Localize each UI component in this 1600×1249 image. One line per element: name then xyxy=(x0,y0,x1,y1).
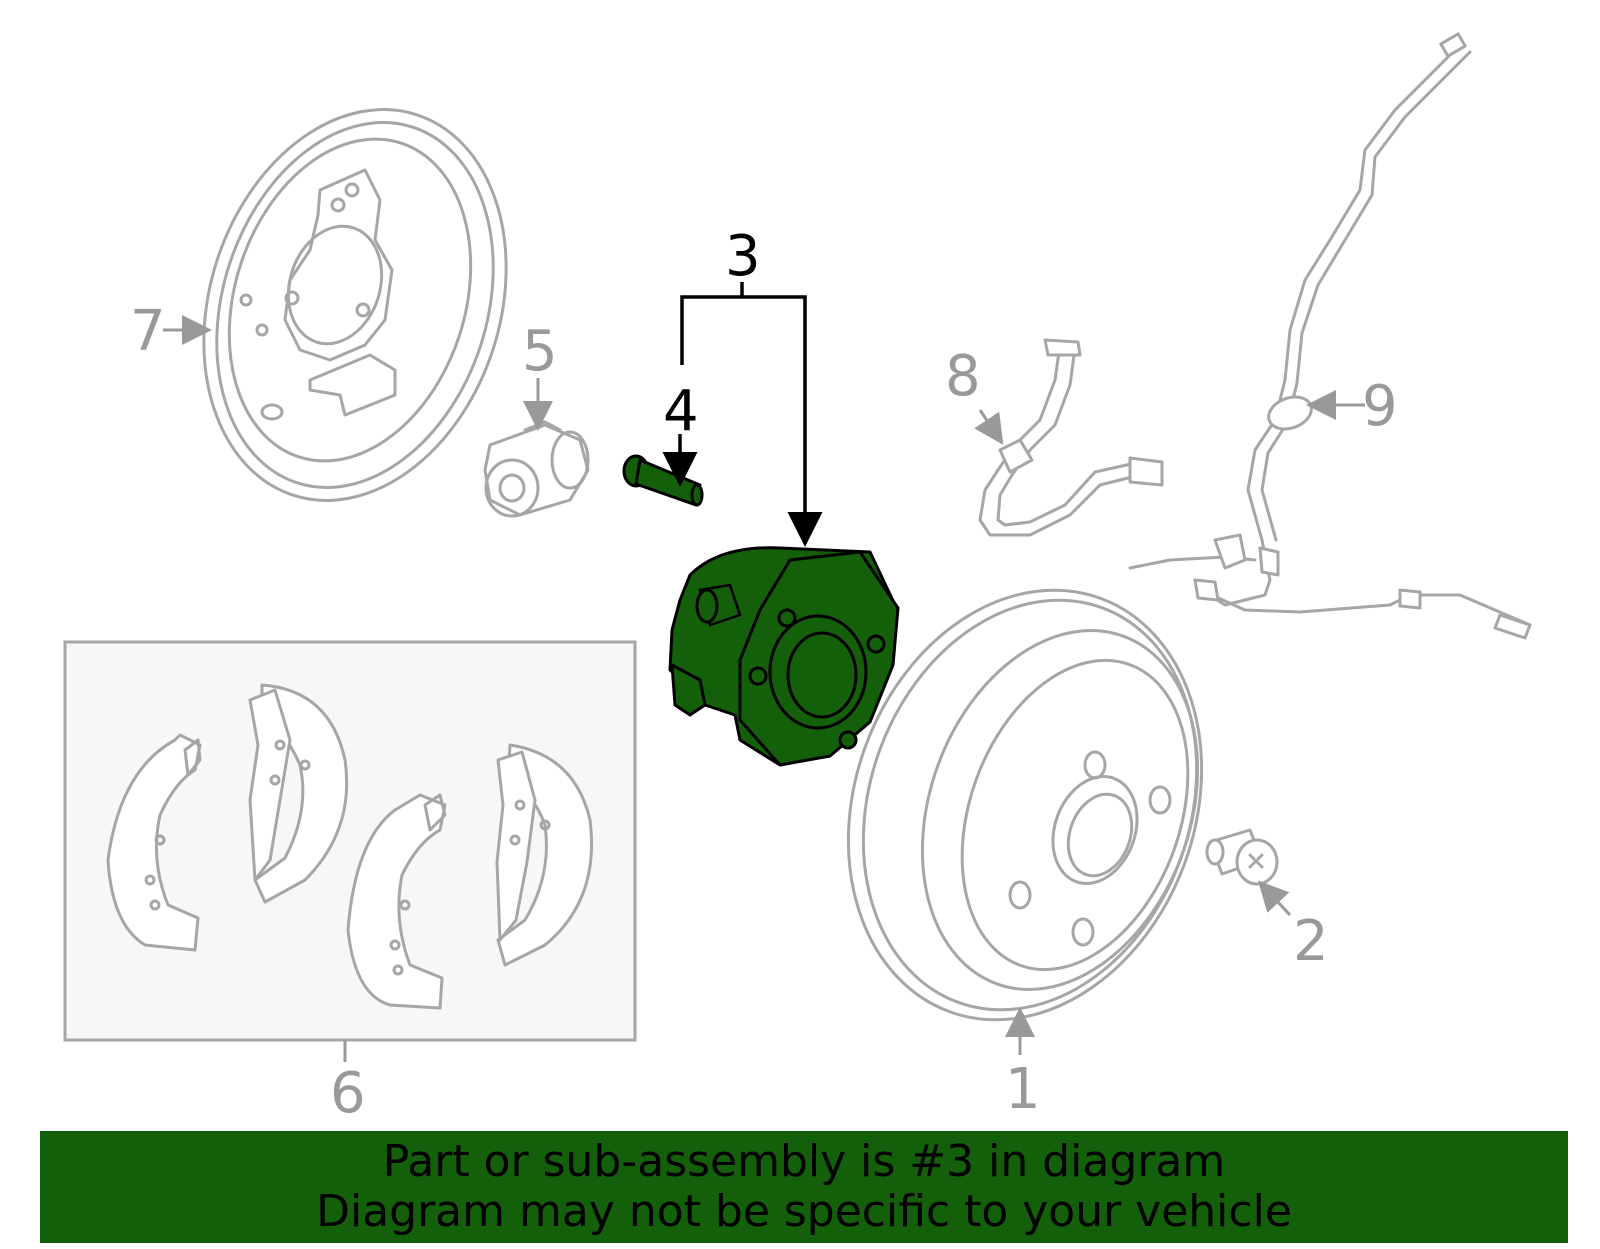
part-backing-plate[interactable] xyxy=(155,70,554,540)
part-brake-drum[interactable] xyxy=(790,540,1260,1070)
part-abs-sensor-harness[interactable] xyxy=(1128,32,1532,640)
callout-9: 9 xyxy=(1362,374,1398,439)
part-hub-bearing-assembly[interactable] xyxy=(668,546,900,767)
callout-4[interactable]: 4 xyxy=(663,379,699,444)
part-wheel-cylinder[interactable] xyxy=(483,420,590,518)
callout-5: 5 xyxy=(522,319,558,384)
part-bolt[interactable] xyxy=(1205,828,1279,886)
callout-6: 6 xyxy=(330,1061,366,1126)
banner-line-part: Part or sub-assembly is #3 in diagram xyxy=(382,1136,1226,1187)
info-banner: Part or sub-assembly is #3 in diagram Di… xyxy=(40,1131,1568,1243)
callout-1: 1 xyxy=(1005,1057,1041,1122)
part-brake-hose[interactable] xyxy=(978,338,1164,537)
callout-8: 8 xyxy=(945,344,981,409)
part-brake-shoe-kit[interactable] xyxy=(63,640,637,1042)
callout-2: 2 xyxy=(1293,909,1329,974)
callout-3[interactable]: 3 xyxy=(725,224,761,289)
callout-7: 7 xyxy=(130,299,166,364)
part-wheel-stud[interactable] xyxy=(622,454,704,507)
banner-line-disclaimer: Diagram may not be specific to your vehi… xyxy=(316,1186,1292,1237)
